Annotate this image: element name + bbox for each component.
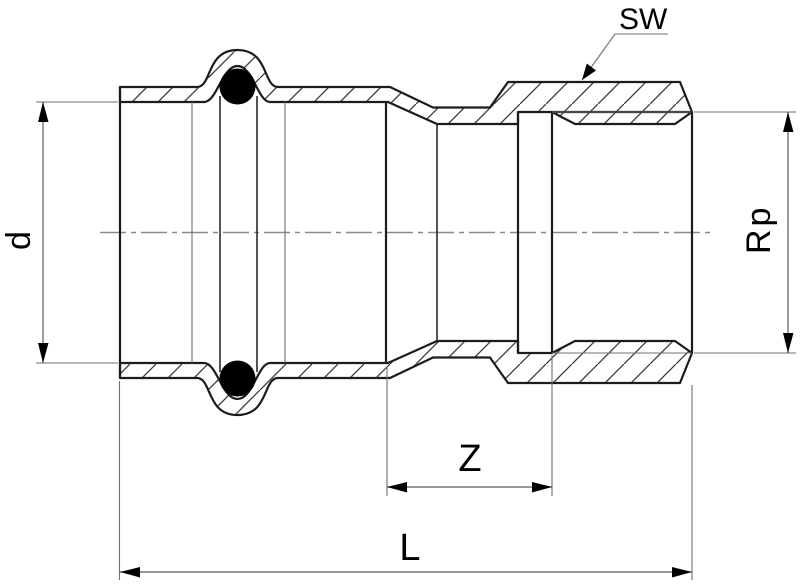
dim-z-arrow-right — [532, 482, 552, 493]
dim-l-label: L — [399, 527, 420, 569]
sw-leader-arrow — [582, 63, 596, 80]
dim-z-arrow-left — [387, 482, 407, 493]
dim-l-arrow-left — [120, 567, 140, 578]
dim-rp-arrow-down — [783, 333, 794, 353]
dim-d-arrow-up — [38, 102, 49, 122]
sw-label: SW — [619, 3, 668, 36]
dim-rp-arrow-up — [783, 112, 794, 132]
dim-l-arrow-right — [672, 567, 692, 578]
upper-wall-section — [118, 48, 694, 126]
dim-z-label: Z — [458, 438, 481, 480]
o-ring-top — [219, 68, 256, 105]
dim-d-arrow-down — [38, 343, 49, 363]
o-ring-bottom — [219, 360, 256, 397]
sw-leader-line — [581, 33, 668, 81]
dim-d-label: d — [0, 231, 38, 250]
lower-wall-section — [118, 339, 694, 417]
dim-rp-label: Rp — [740, 205, 778, 254]
